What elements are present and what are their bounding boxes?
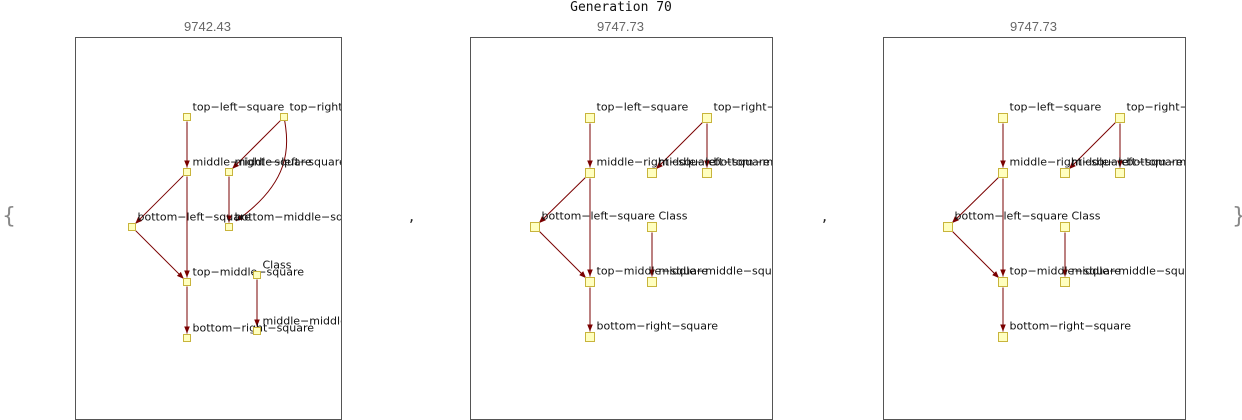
- graph-1-svg: top−left−square top−right− middle−right−sq…: [128, 101, 342, 342]
- graph-panel-1: top−left−square top−right− middle−right−sq…: [75, 37, 342, 420]
- node-label-bm: bottom−middle−square: [235, 211, 342, 224]
- node-label-mm: middle−middle−squa: [659, 265, 773, 278]
- node-br: [585, 332, 595, 342]
- edge-mr-to-bl: [951, 176, 1000, 224]
- node-label-bmd: bottom−m: [714, 156, 773, 169]
- node-mr: [998, 168, 1008, 178]
- node-label-tl: top−left−square: [193, 101, 285, 114]
- node-tl: [585, 113, 595, 123]
- node-br: [183, 334, 191, 342]
- open-brace: {: [2, 204, 16, 229]
- node-label-mm: middle−middle: [263, 315, 342, 328]
- node-mm: [1060, 277, 1070, 287]
- node-ml: [1060, 168, 1070, 178]
- edge-bl-to-tm: [538, 230, 587, 279]
- panel-2-score: 9747.73: [597, 19, 644, 34]
- edge-tr-to-ml: [231, 119, 282, 170]
- node-label-mm: middle−middle−squa: [1072, 265, 1186, 278]
- generation-title: Generation 70: [570, 0, 672, 15]
- node-label-bmd: bottom−m: [1127, 156, 1186, 169]
- node-tm: [585, 277, 595, 287]
- edge-mr-to-bl: [538, 176, 587, 224]
- node-label-tr: top−right−: [290, 101, 342, 114]
- node-label-tr: top−right−s: [1127, 101, 1186, 114]
- node-bl: [128, 223, 136, 231]
- node-label-br: bottom−right−square: [1010, 320, 1132, 333]
- node-label-tr: top−right−s: [714, 101, 773, 114]
- node-label-ml: middle−left−square: [1072, 156, 1184, 169]
- edge-mr-to-bl: [134, 174, 185, 225]
- edge-bl-to-tm: [951, 230, 1000, 279]
- node-tm: [998, 277, 1008, 287]
- node-br: [998, 332, 1008, 342]
- node-ml: [647, 168, 657, 178]
- node-mr: [585, 168, 595, 178]
- node-label-cls: Class: [659, 210, 688, 223]
- node-label-br: bottom−right−square: [597, 320, 719, 333]
- node-label-mr: middle−right−square: [193, 156, 313, 169]
- node-label-cls: Class: [263, 259, 292, 272]
- separator-comma-1: ,: [409, 206, 415, 225]
- node-cls: [1060, 222, 1070, 232]
- node-label-mr: middle−right−square: [1010, 156, 1130, 169]
- separator-comma-2: ,: [822, 206, 828, 225]
- node-label-tm: top−middle−square: [193, 266, 305, 279]
- node-bmd: [1115, 168, 1125, 178]
- edge-tr-to-ml: [655, 121, 704, 170]
- node-bmd: [702, 168, 712, 178]
- edge-tr-to-ml: [1068, 121, 1117, 170]
- node-cls: [253, 271, 261, 279]
- node-mm: [647, 277, 657, 287]
- graph-3-svg: top−left−square top−right−s middle−right−s…: [943, 101, 1186, 342]
- node-tr: [702, 113, 712, 123]
- panel-1-score: 9742.43: [184, 19, 231, 34]
- panel-3-score: 9747.73: [1010, 19, 1057, 34]
- node-label-tl: top−left−square: [1010, 101, 1102, 114]
- edge-tr-to-bm: [235, 116, 288, 222]
- node-bl: [530, 222, 540, 232]
- node-label-tl: top−left−square: [597, 101, 689, 114]
- node-label-ml: middle−left−square: [659, 156, 771, 169]
- node-mm: [253, 327, 261, 335]
- node-label-bl: bottom−left−square: [542, 210, 656, 223]
- graph-2-svg: top−left−square top−right−s middle−right−s…: [530, 101, 773, 342]
- node-label-mr: middle−right−square: [597, 156, 717, 169]
- edge-bl-to-tm: [134, 229, 185, 280]
- node-label-ml: middle−left−square: [235, 156, 342, 169]
- node-tl: [183, 113, 191, 121]
- graph-panel-2: top−left−square top−right−s middle−right−s…: [470, 37, 773, 420]
- node-label-bl: bottom−left−square: [955, 210, 1069, 223]
- node-tr: [280, 113, 288, 121]
- node-tm: [183, 278, 191, 286]
- node-bm: [225, 223, 233, 231]
- close-brace: }: [1232, 205, 1242, 229]
- node-ml: [225, 168, 233, 176]
- node-bl: [943, 222, 953, 232]
- node-cls: [647, 222, 657, 232]
- node-label-cls: Class: [1072, 210, 1101, 223]
- node-label-tm: top−middle−square: [1010, 265, 1122, 278]
- node-mr: [183, 168, 191, 176]
- graph-panel-3: top−left−square top−right−s middle−right−s…: [883, 37, 1186, 420]
- node-label-bl: bottom−left−square: [138, 211, 252, 224]
- node-label-tm: top−middle−square: [597, 265, 709, 278]
- node-tl: [998, 113, 1008, 123]
- node-tr: [1115, 113, 1125, 123]
